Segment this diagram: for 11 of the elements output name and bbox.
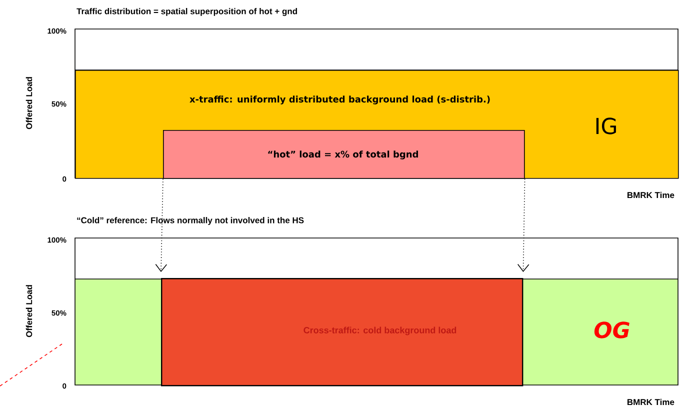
arrow — [155, 178, 168, 272]
arrow — [517, 178, 530, 272]
axis-label: BMRK Time — [627, 398, 674, 406]
axis-label: BMRK Time — [627, 192, 674, 198]
gateway-label: IG — [596, 118, 616, 134]
gateway-label: OG — [594, 322, 630, 338]
axis-label: Offered Load — [26, 77, 32, 130]
panel-title: Traffic distribution = spatial superposition of hot + gnd — [76, 8, 297, 16]
hot-load-box: “hot” load = x% of total bgnd — [163, 130, 525, 179]
panel-title: “Cold” reference: Flows normally not involved in the HS — [77, 217, 304, 225]
axis-label: Offered Load — [26, 285, 32, 338]
